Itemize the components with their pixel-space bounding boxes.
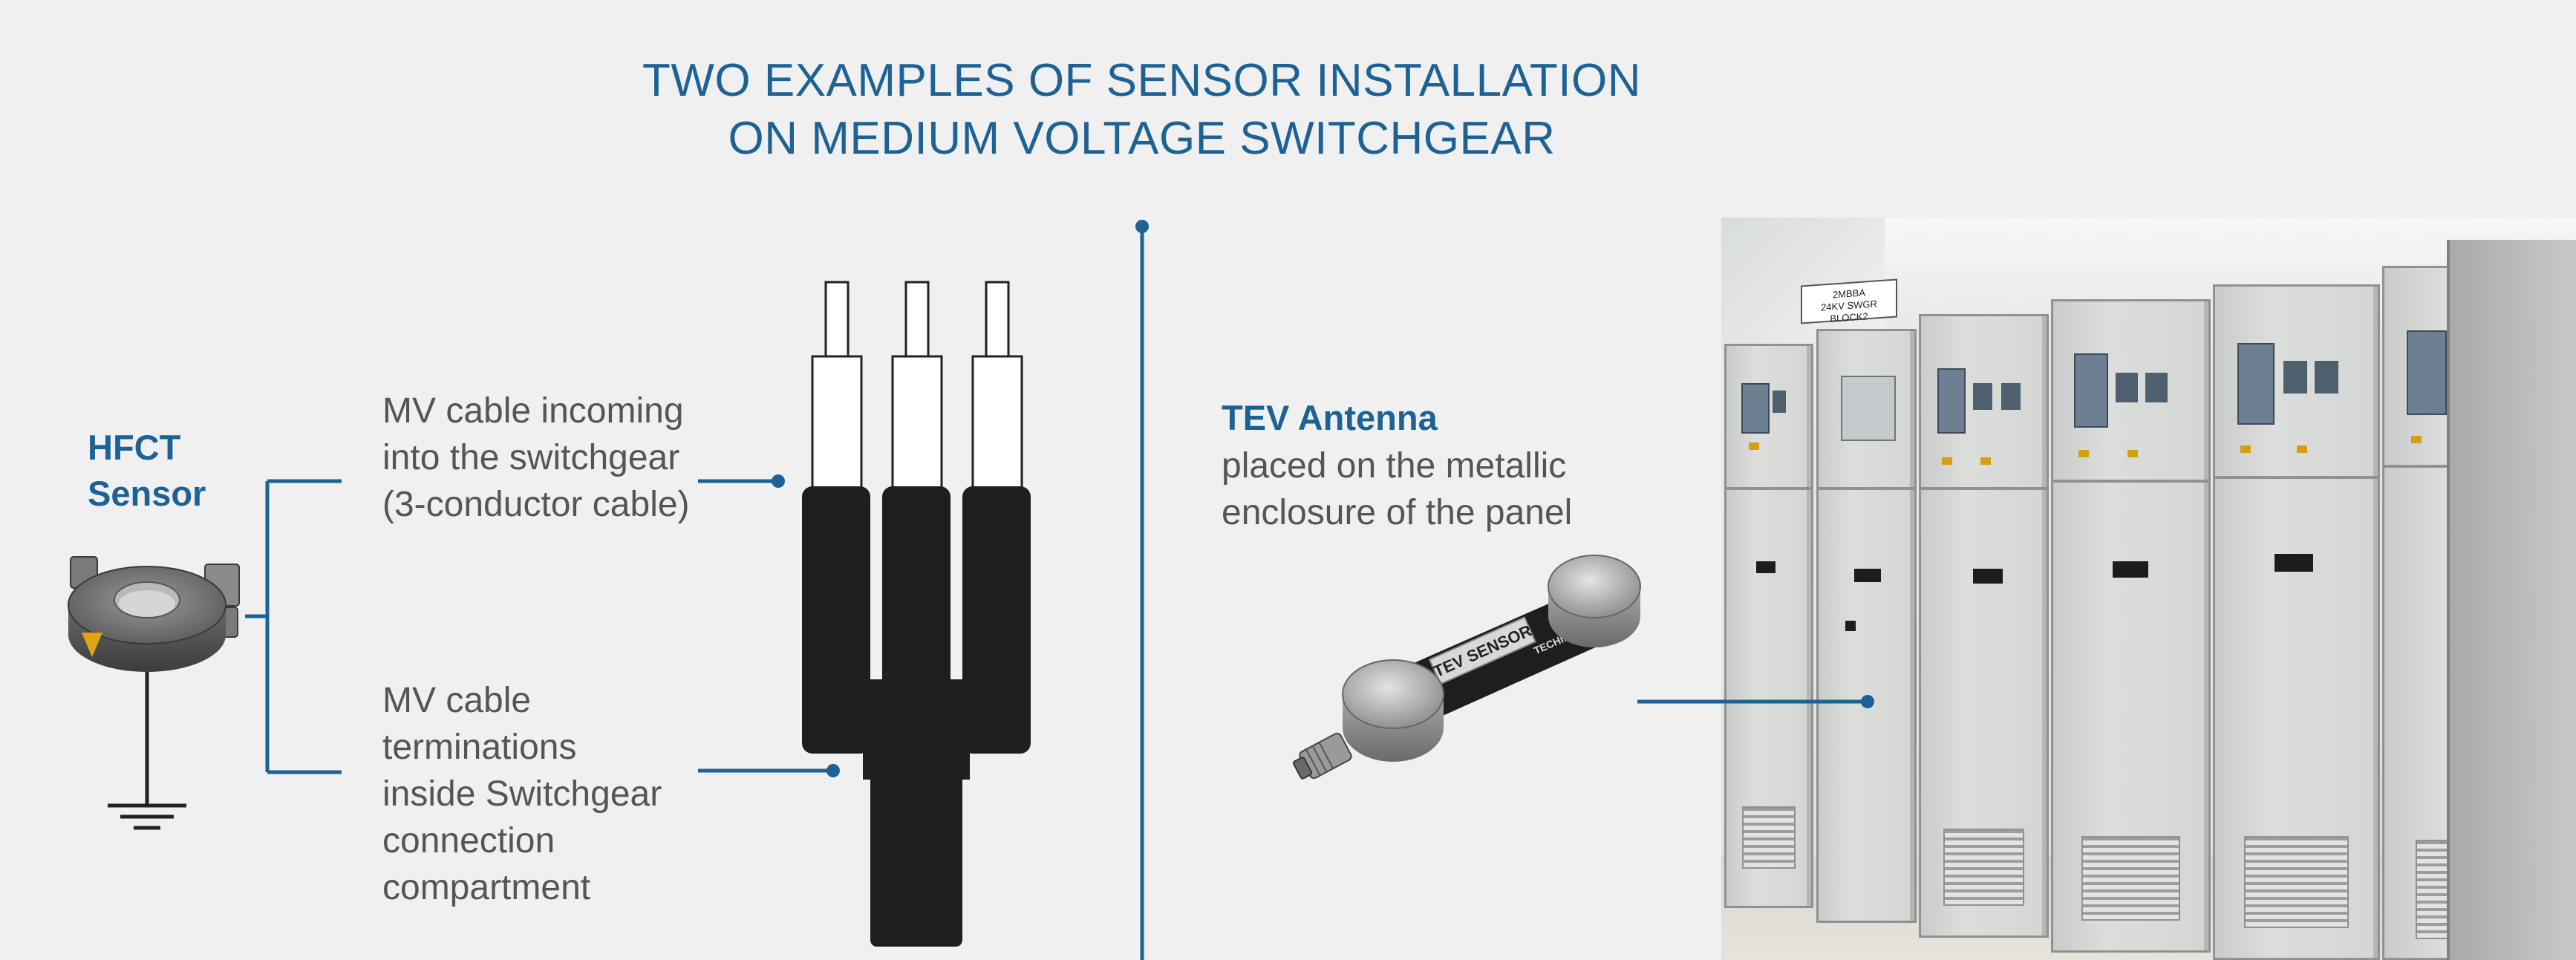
switchgear-cabinet [1816, 329, 1917, 923]
tev-description-line-2: enclosure of the panel [1222, 493, 1573, 532]
ground-icon [108, 803, 186, 830]
switchgear-side-wall [2447, 240, 2576, 960]
mv-terminations-line-3: inside Switchgear [382, 774, 662, 814]
mv-terminations-line-4: connection [382, 821, 555, 861]
mv-terminations-line-2: terminations [382, 728, 577, 767]
mv-cable-terminations-label: MV cable terminations inside Switchgear … [382, 677, 662, 911]
mv-terminations-line-5: compartment [382, 868, 591, 907]
title-line-2: ON MEDIUM VOLTAGE SWITCHGEAR [728, 113, 1556, 164]
hfct-label-line-2: Sensor [88, 474, 206, 513]
hfct-sensor-label: HFCT Sensor [88, 425, 206, 517]
hfct-bracket [245, 479, 342, 774]
mv-cable-incoming-label: MV cable incoming into the switchgear (3… [382, 388, 690, 528]
mv-terminations-line-1: MV cable [382, 681, 532, 720]
mv-incoming-line-3: (3-conductor cable) [382, 485, 690, 524]
hfct-sensor-device [68, 556, 240, 830]
title-line-1: TWO EXAMPLES OF SENSOR INSTALLATION [642, 55, 1641, 106]
mv-incoming-line-1: MV cable incoming [382, 391, 684, 431]
tev-antenna-description: placed on the metallic enclosure of the … [1222, 443, 1572, 536]
tev-sensor-device: TEV SENSOR TECHIMP [1292, 555, 1641, 780]
terminations-connector [698, 764, 840, 777]
center-divider [1135, 220, 1149, 960]
incoming-connector [698, 474, 785, 488]
hfct-label-line-1: HFCT [88, 428, 181, 467]
mv-cable-illustration [802, 281, 1031, 947]
mv-incoming-line-2: into the switchgear [382, 438, 680, 477]
switchgear-panel-image [1721, 218, 2576, 960]
switchgear-cabinet [1724, 344, 1813, 908]
switchgear-cabinet [1919, 314, 2049, 938]
switchgear-sign: 2MBBA 24KV SWGR BLOCK2 [1801, 278, 1897, 324]
tev-antenna-title: TEV Antenna [1222, 398, 1438, 437]
tev-description-line-1: placed on the metallic [1222, 446, 1567, 486]
switchgear-cabinet [2051, 299, 2211, 953]
switchgear-cabinet [2213, 284, 2380, 960]
page-title: TWO EXAMPLES OF SENSOR INSTALLATION ON M… [0, 52, 2283, 168]
